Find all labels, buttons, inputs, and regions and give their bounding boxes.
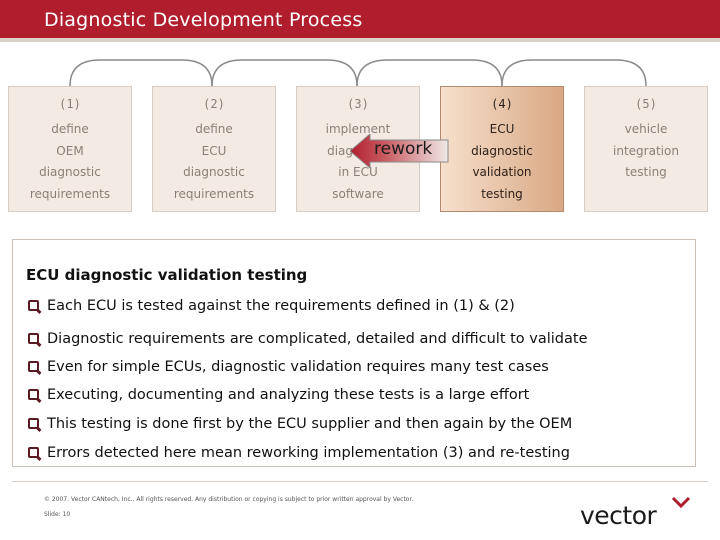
checkbox-bullet-icon bbox=[28, 333, 39, 344]
step-line: diagnostic bbox=[183, 165, 245, 179]
step-line: define bbox=[51, 122, 89, 136]
step-line: testing bbox=[625, 165, 667, 179]
checkbox-bullet-icon bbox=[28, 418, 39, 429]
vector-logo: vector bbox=[580, 501, 657, 530]
list-item-text: Executing, documenting and analyzing the… bbox=[47, 387, 530, 403]
step-line: vehicle bbox=[624, 122, 668, 136]
list-item: Errors detected here mean reworking impl… bbox=[28, 445, 570, 461]
step-line: software bbox=[332, 187, 384, 201]
step-line: ECU bbox=[201, 144, 227, 158]
process-step-1: (1) define OEM diagnostic requirements bbox=[8, 86, 132, 212]
copyright-text: © 2007. Vector CANtech, Inc.. All rights… bbox=[44, 496, 414, 503]
step-line: requirements bbox=[173, 187, 255, 201]
step-number: (3) bbox=[347, 97, 369, 111]
process-step-4: (4) ECU diagnostic validation testing bbox=[440, 86, 564, 212]
step-line: define bbox=[195, 122, 233, 136]
list-item: This testing is done first by the ECU su… bbox=[28, 416, 572, 432]
left-arrow-icon bbox=[349, 132, 449, 170]
list-item: Executing, documenting and analyzing the… bbox=[28, 387, 529, 403]
list-item-text: Each ECU is tested against the requireme… bbox=[47, 298, 515, 314]
process-connector-arcs bbox=[69, 59, 647, 87]
logo-chevron-icon bbox=[671, 496, 691, 509]
step-line: testing bbox=[481, 187, 523, 201]
content-panel bbox=[12, 239, 696, 467]
content-title: ECU diagnostic validation testing bbox=[26, 266, 308, 284]
step-number: (2) bbox=[203, 97, 225, 111]
step-number: (4) bbox=[491, 97, 513, 111]
arc-2-3 bbox=[211, 59, 358, 87]
arc-1-2 bbox=[69, 59, 213, 87]
step-line: ECU bbox=[489, 122, 515, 136]
list-item-text: Diagnostic requirements are complicated,… bbox=[47, 331, 588, 347]
list-item-text: This testing is done first by the ECU su… bbox=[47, 416, 573, 432]
checkbox-bullet-icon bbox=[28, 389, 39, 400]
step-line: in ECU bbox=[338, 165, 378, 179]
checkbox-bullet-icon bbox=[28, 300, 39, 311]
footer-divider bbox=[12, 481, 708, 482]
title-bar: Diagnostic Development Process bbox=[0, 0, 720, 42]
step-line: diagnostic bbox=[39, 165, 101, 179]
step-number: (5) bbox=[635, 97, 657, 111]
rework-arrow: rework bbox=[349, 132, 450, 170]
arc-3-4 bbox=[356, 59, 503, 87]
step-line: OEM bbox=[56, 144, 84, 158]
list-item: Diagnostic requirements are complicated,… bbox=[28, 331, 588, 347]
checkbox-bullet-icon bbox=[28, 361, 39, 372]
step-line: implement bbox=[325, 122, 391, 136]
rework-label: rework bbox=[374, 139, 433, 159]
step-line: validation bbox=[472, 165, 532, 179]
slide-number: Slide: 10 bbox=[44, 511, 71, 518]
list-item-text: Errors detected here mean reworking impl… bbox=[47, 445, 570, 461]
process-step-5: (5) vehicle integration testing bbox=[584, 86, 708, 212]
step-line: integration bbox=[613, 144, 679, 158]
slide-title: Diagnostic Development Process bbox=[44, 9, 363, 31]
list-item: Even for simple ECUs, diagnostic validat… bbox=[28, 359, 549, 375]
process-step-2: (2) define ECU diagnostic requirements bbox=[152, 86, 276, 212]
list-item-text: Even for simple ECUs, diagnostic validat… bbox=[47, 359, 549, 375]
step-line: requirements bbox=[29, 187, 111, 201]
step-line: diagnostic bbox=[471, 144, 533, 158]
arc-4-5 bbox=[501, 59, 647, 87]
list-item: Each ECU is tested against the requireme… bbox=[28, 298, 515, 314]
checkbox-bullet-icon bbox=[28, 447, 39, 458]
step-number: (1) bbox=[59, 97, 81, 111]
